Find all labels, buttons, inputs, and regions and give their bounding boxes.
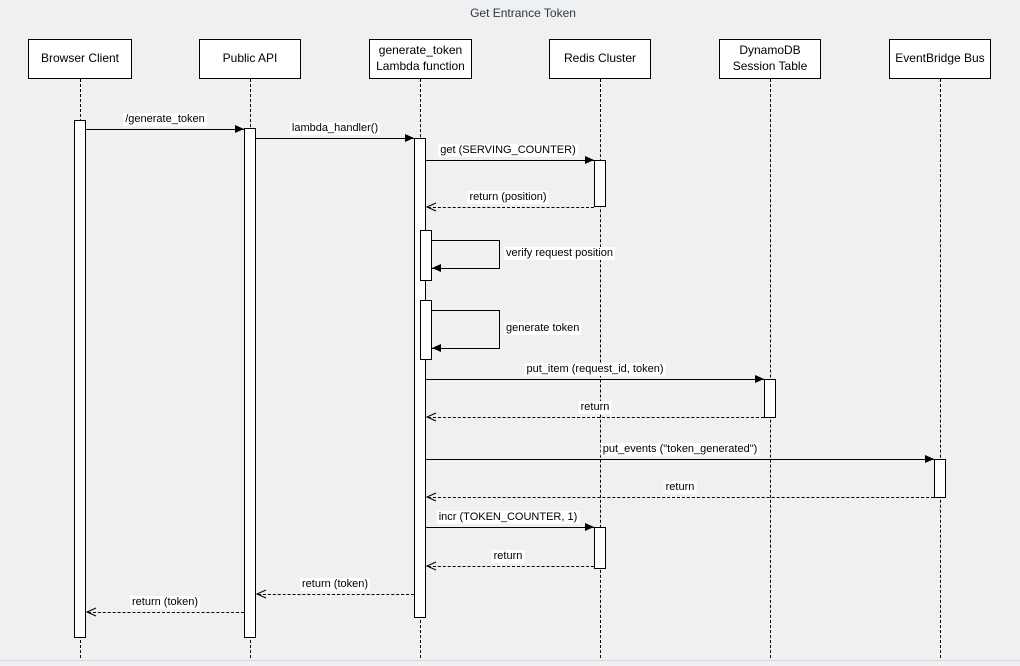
- message-label: verify request position: [504, 247, 615, 260]
- message-generate-token-line: [86, 129, 244, 130]
- arrowhead-open-icon: [426, 561, 437, 571]
- message-label: return: [578, 401, 612, 414]
- message-return-token-client-line: [88, 612, 244, 613]
- message-incr-token-counter-line: [426, 527, 594, 528]
- participant-dynamodb: DynamoDB Session Table: [719, 39, 821, 79]
- message-label: return (position): [467, 191, 549, 204]
- arrowhead-open-icon: [426, 412, 437, 422]
- message-return-position-line: [428, 207, 594, 208]
- activation-redis-1: [594, 160, 606, 207]
- arrowhead-filled-icon: [432, 343, 441, 352]
- participant-public-api: Public API: [199, 39, 301, 79]
- activation-lambda: [414, 138, 426, 618]
- message-label: return: [491, 550, 525, 563]
- canvas-edge-line: [0, 660, 1020, 661]
- message-label: generate token: [504, 322, 582, 335]
- message-label: /generate_token: [123, 113, 207, 126]
- message-lambda-handler-line: [256, 138, 414, 139]
- message-label: return (token): [299, 578, 371, 591]
- activation-eventbridge: [934, 459, 946, 498]
- arrowhead-open-icon: [426, 202, 437, 212]
- arrowhead-filled-icon: [925, 454, 934, 463]
- participant-eventbridge: EventBridge Bus: [889, 39, 991, 79]
- message-put-events-line: [426, 459, 934, 460]
- arrowhead-filled-icon: [235, 124, 244, 133]
- message-return-dynamodb-line: [428, 417, 764, 418]
- activation-public-api: [244, 128, 256, 638]
- participant-redis: Redis Cluster: [549, 39, 651, 79]
- activation-lambda-nested-2: [420, 300, 432, 360]
- activation-lambda-nested-1: [420, 230, 432, 281]
- message-put-item-line: [426, 379, 764, 380]
- message-label: return (token): [129, 596, 201, 609]
- message-label: lambda_handler(): [289, 122, 381, 135]
- activation-dynamodb: [764, 379, 776, 418]
- activation-browser-client: [74, 120, 86, 638]
- arrowhead-filled-icon: [432, 263, 441, 272]
- message-get-serving-counter-line: [426, 160, 594, 161]
- message-label: return: [663, 481, 697, 494]
- lifeline-eventbridge: [939, 79, 941, 658]
- lifeline-dynamodb: [769, 79, 771, 658]
- self-message-verify-loop: [432, 240, 500, 269]
- arrowhead-open-icon: [256, 589, 267, 599]
- message-label: incr (TOKEN_COUNTER, 1): [436, 511, 580, 524]
- arrowhead-open-icon: [426, 492, 437, 502]
- message-return-token-api-line: [258, 594, 414, 595]
- message-return-redis-line: [428, 566, 594, 567]
- message-return-eventbridge-line: [428, 497, 934, 498]
- message-label: get (SERVING_COUNTER): [438, 144, 578, 157]
- arrowhead-filled-icon: [755, 374, 764, 383]
- participant-browser-client: Browser Client: [28, 39, 132, 79]
- message-label: put_events ("token_generated"): [600, 443, 760, 456]
- arrowhead-filled-icon: [405, 133, 414, 142]
- arrowhead-filled-icon: [585, 522, 594, 531]
- diagram-title: Get Entrance Token: [470, 6, 576, 20]
- message-label: put_item (request_id, token): [524, 363, 666, 376]
- arrowhead-filled-icon: [585, 155, 594, 164]
- self-message-generate-token-loop: [432, 310, 500, 349]
- activation-redis-2: [594, 527, 606, 569]
- participant-lambda: generate_token Lambda function: [369, 39, 472, 79]
- arrowhead-open-icon: [86, 607, 97, 617]
